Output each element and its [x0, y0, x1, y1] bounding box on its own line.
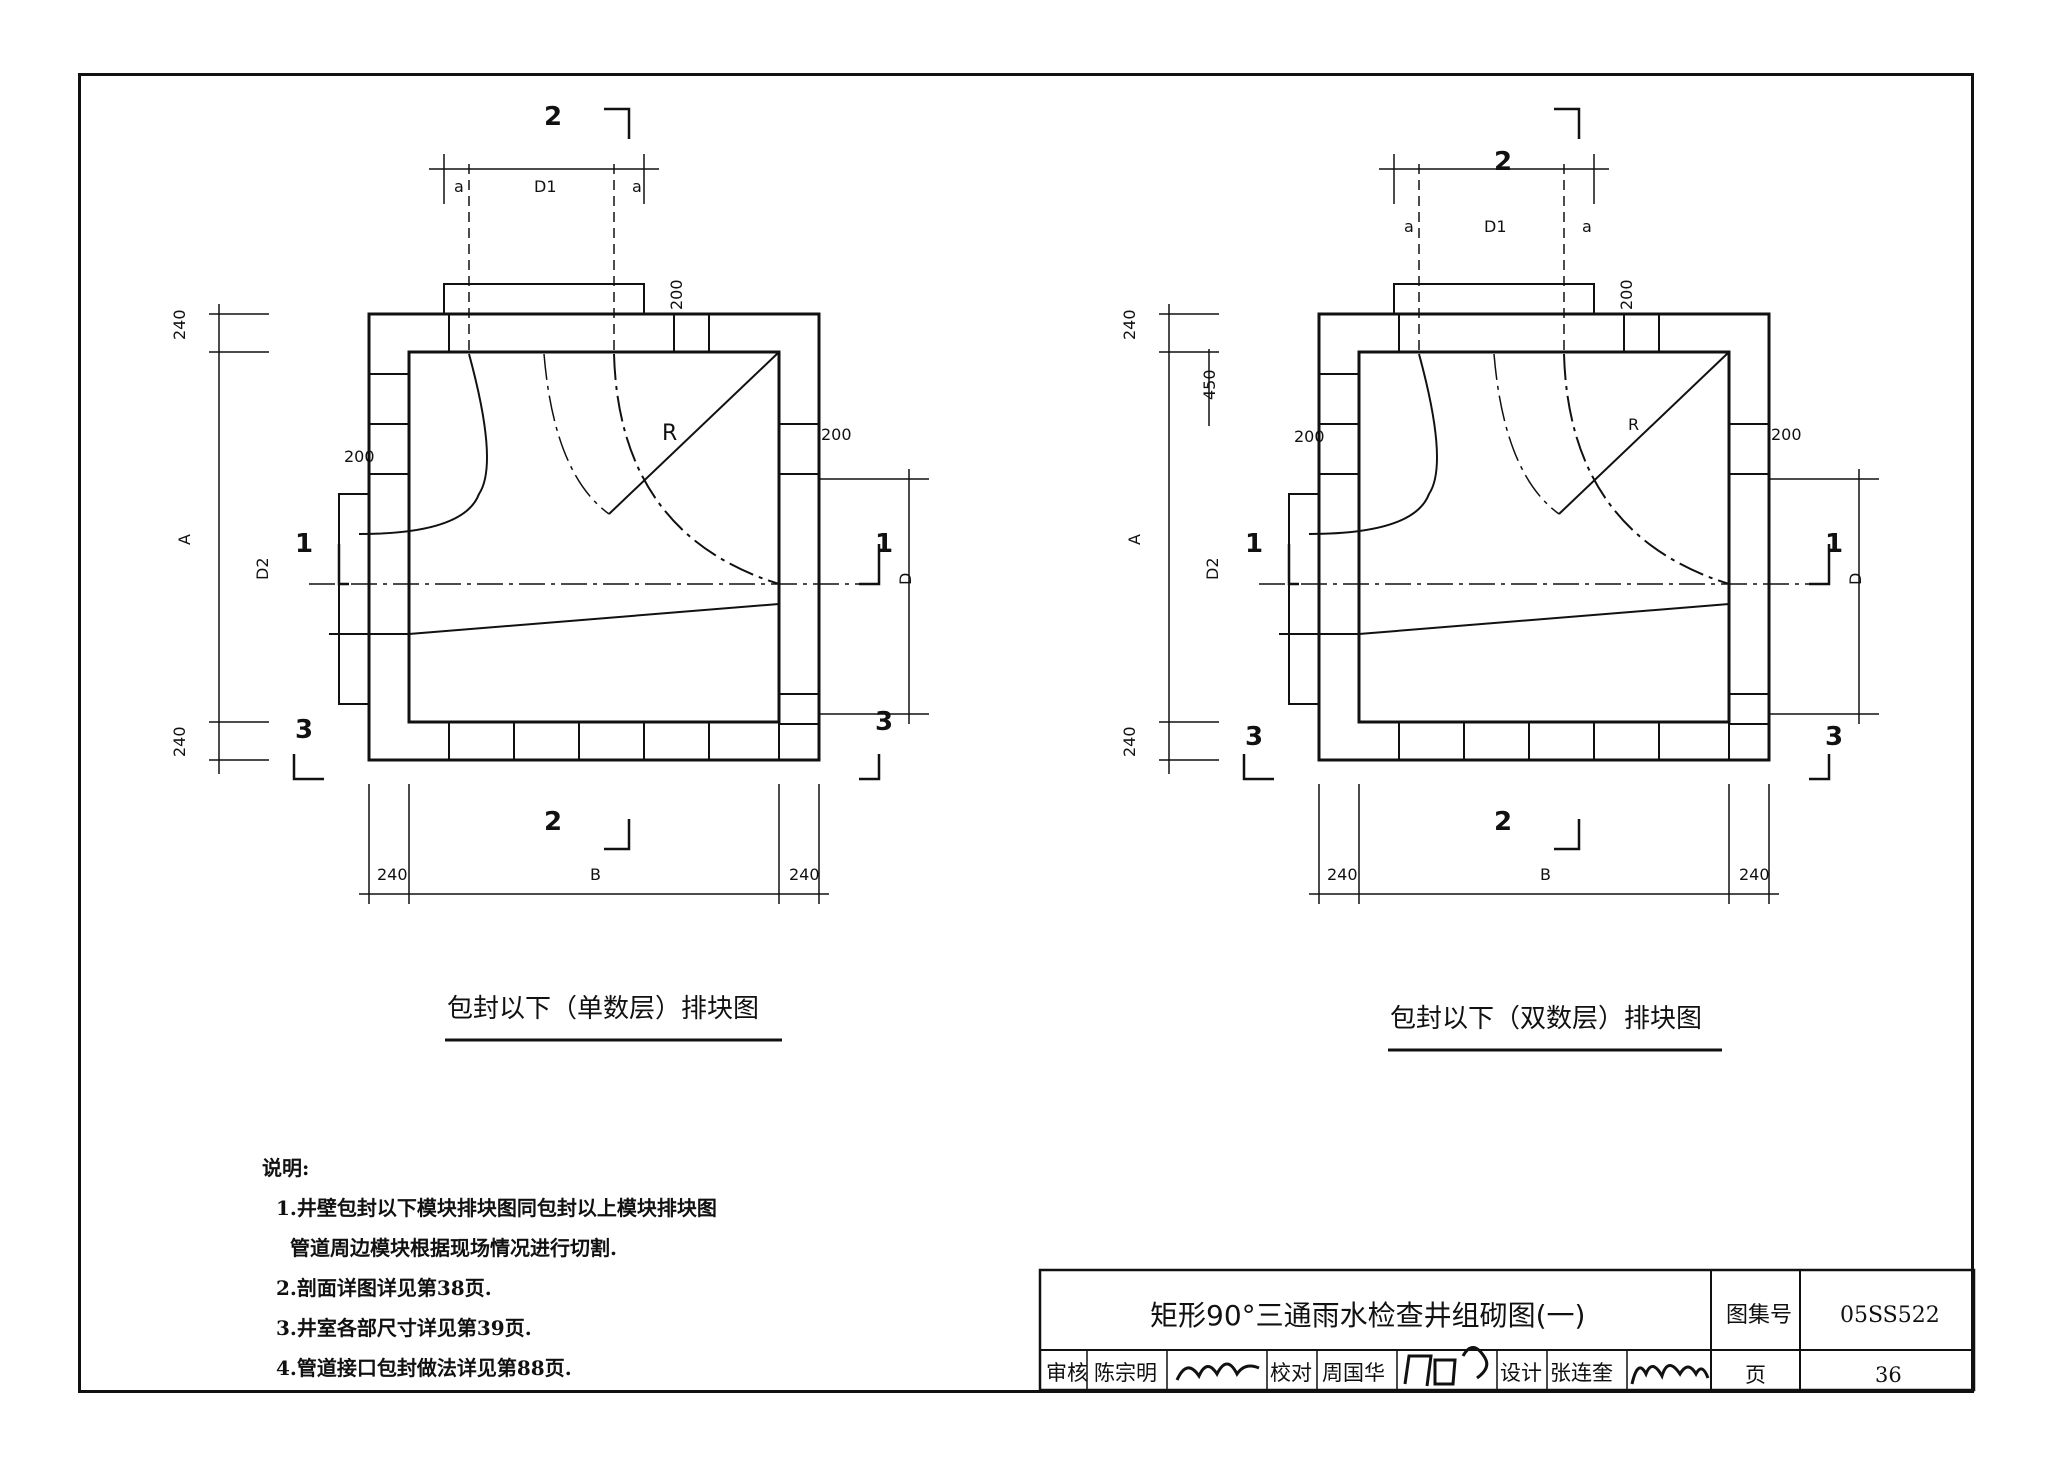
dim-240-top: 240 [1120, 309, 1139, 340]
dim-240-left: 240 [1327, 865, 1358, 884]
dim-200-top: 200 [1617, 279, 1636, 310]
dim-D2: D2 [1203, 558, 1222, 581]
design-label: 设计 [1500, 1361, 1542, 1385]
section-3-right: 3 [875, 707, 893, 737]
dim-200-right: 200 [1771, 425, 1802, 444]
dim-200-top: 200 [667, 279, 686, 310]
note-2: 2.剖面详图详见第38页. [276, 1276, 492, 1300]
notes-block: 说明: 1.井壁包封以下模块排块图同包封以上模块排块图 管道周边模块根据现场情况… [262, 1148, 717, 1388]
dim-240-right: 240 [789, 865, 820, 884]
checker-name: 周国华 [1322, 1361, 1385, 1385]
designer-name: 张连奎 [1550, 1361, 1613, 1385]
dim-240-right: 240 [1739, 865, 1770, 884]
dim-200-left: 200 [1294, 427, 1325, 446]
left-labels: 240 240 A 240 240 B D1 a a 200 200 200 D… [170, 102, 915, 884]
drawing-title: 矩形90°三通雨水检查井组砌图(一) [1150, 1299, 1585, 1332]
designer-signature [1630, 1364, 1710, 1385]
atlas-label: 图集号 [1726, 1303, 1792, 1328]
section-3-left: 3 [295, 715, 313, 745]
dim-a-top-right: a [1582, 217, 1592, 236]
page-label: 页 [1745, 1363, 1766, 1387]
section-3-left: 3 [1245, 722, 1263, 752]
dim-240-top: 240 [170, 309, 189, 340]
check-label: 校对 [1270, 1361, 1312, 1385]
dim-D2: D2 [253, 558, 272, 581]
note-3: 3.井室各部尺寸详见第39页. [276, 1316, 532, 1340]
dim-a-top-left: a [454, 177, 464, 196]
radius-R: R [1628, 415, 1639, 434]
dim-B: B [590, 865, 601, 884]
right-plan-view [1157, 107, 1881, 906]
dim-240-bottom: 240 [170, 726, 189, 757]
dim-240-bottom: 240 [1120, 726, 1139, 757]
dim-D1: D1 [534, 177, 557, 196]
dim-450: 450 [1200, 369, 1219, 400]
section-2-top: 2 [544, 102, 562, 132]
dim-D: D [896, 573, 915, 585]
section-1-left: 1 [295, 529, 313, 559]
dim-200-right: 200 [821, 425, 852, 444]
dim-A: A [175, 534, 194, 545]
left-plan-view [207, 107, 931, 906]
dim-240-left: 240 [377, 865, 408, 884]
dim-a-top-right: a [632, 177, 642, 196]
right-labels: 240 240 450 A 240 240 B D1 a a 200 200 2… [1120, 147, 1865, 884]
right-view-caption: 包封以下（双数层）排块图 [1390, 1004, 1702, 1034]
dim-200-left: 200 [344, 447, 375, 466]
atlas-number: 05SS522 [1840, 1303, 1940, 1328]
radius-R: R [662, 421, 677, 446]
note-1-cont: 管道周边模块根据现场情况进行切割. [290, 1236, 617, 1260]
reviewer-name: 陈宗明 [1094, 1361, 1157, 1385]
section-3-right: 3 [1825, 722, 1843, 752]
section-1-right: 1 [875, 529, 893, 559]
section-1-left: 1 [1245, 529, 1263, 559]
reviewer-signature [1175, 1362, 1260, 1381]
review-label: 审核 [1046, 1361, 1088, 1385]
title-block: 矩形90°三通雨水检查井组砌图(一) 图集号 05SS522 审核 陈宗明 校对… [1038, 1268, 1976, 1392]
dim-A: A [1125, 534, 1144, 545]
page-number: 36 [1875, 1363, 1902, 1387]
checker-signature [1403, 1346, 1489, 1387]
section-2-bottom: 2 [544, 807, 562, 837]
section-2-top: 2 [1494, 147, 1512, 177]
dim-a-top-left: a [1404, 217, 1414, 236]
section-1-right: 1 [1825, 529, 1843, 559]
note-1: 1.井壁包封以下模块排块图同包封以上模块排块图 [276, 1196, 717, 1220]
dim-D: D [1846, 573, 1865, 585]
section-2-bottom: 2 [1494, 807, 1512, 837]
notes-heading: 说明: [262, 1156, 310, 1180]
note-4: 4.管道接口包封做法详见第88页. [276, 1356, 572, 1380]
left-view-caption: 包封以下（单数层）排块图 [447, 994, 759, 1024]
drawing-frame [78, 73, 1974, 1393]
dim-B: B [1540, 865, 1551, 884]
dim-D1: D1 [1484, 217, 1507, 236]
